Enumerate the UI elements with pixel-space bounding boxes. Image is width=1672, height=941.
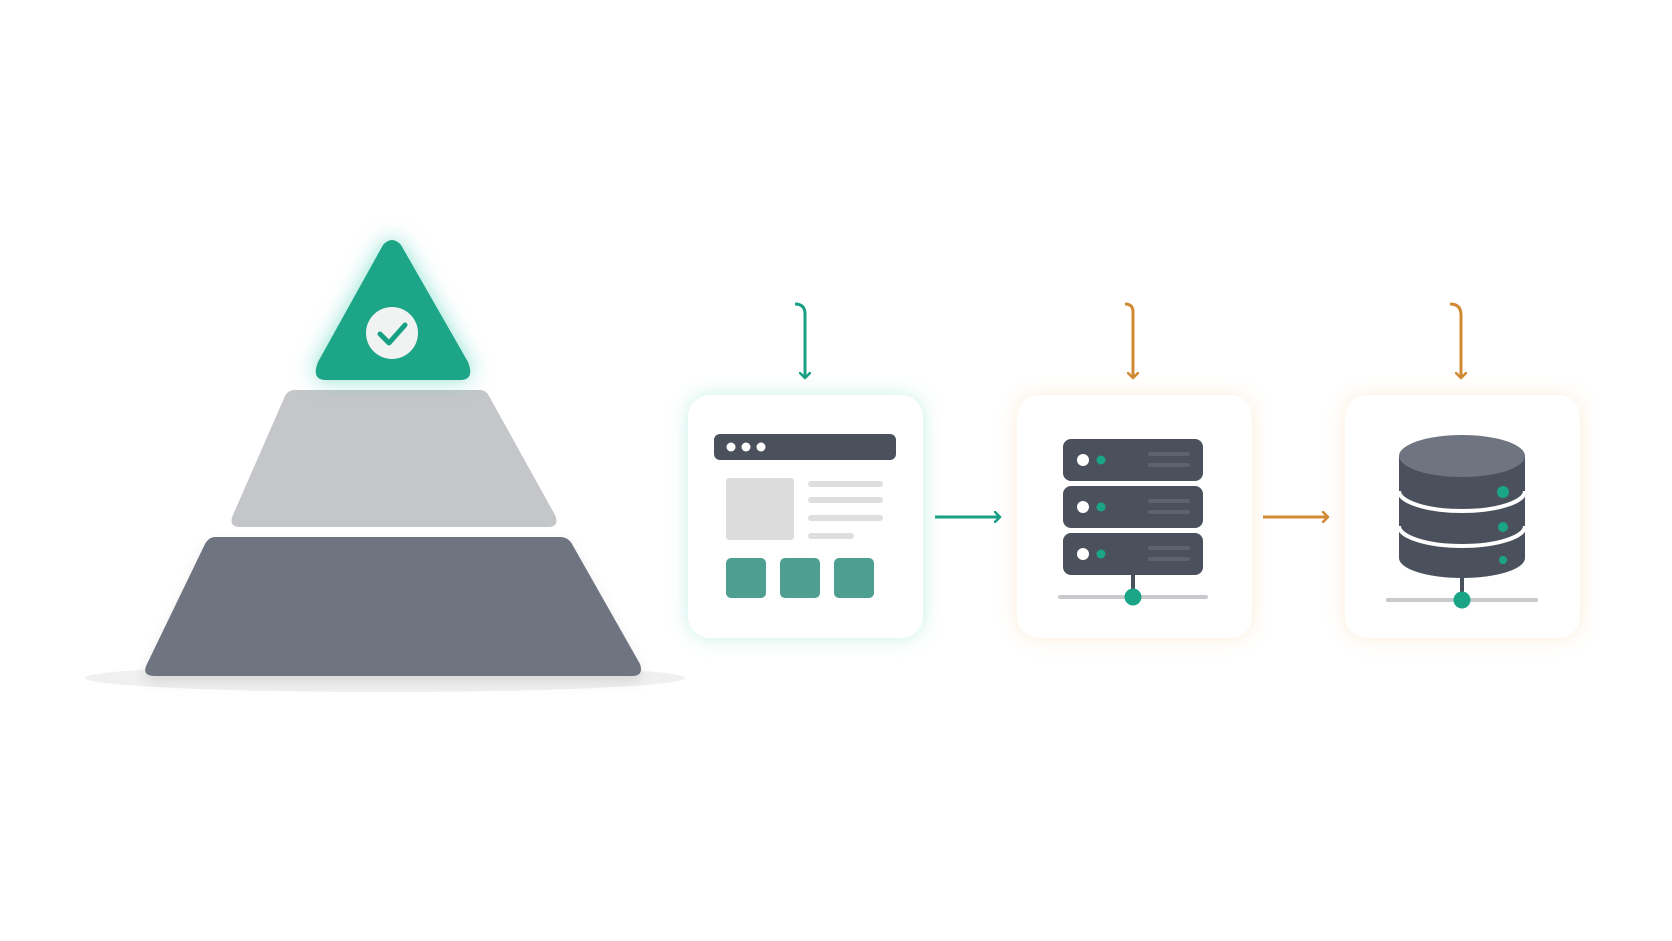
database-icon	[1386, 435, 1538, 609]
pyramid	[85, 240, 685, 692]
check-icon	[366, 307, 418, 359]
connectors	[440, 302, 1461, 517]
connector-to-frontend	[794, 302, 805, 378]
pyramid-bottom-layer	[145, 537, 641, 676]
frontend-card	[688, 395, 923, 638]
connector-to-backend	[1124, 302, 1133, 378]
browser-window-icon	[714, 434, 896, 598]
connector-to-database	[1449, 302, 1461, 378]
backend-card	[1017, 395, 1252, 638]
pyramid-middle-layer	[231, 390, 557, 527]
database-card	[1345, 395, 1580, 638]
server-rack-icon	[1058, 439, 1208, 606]
